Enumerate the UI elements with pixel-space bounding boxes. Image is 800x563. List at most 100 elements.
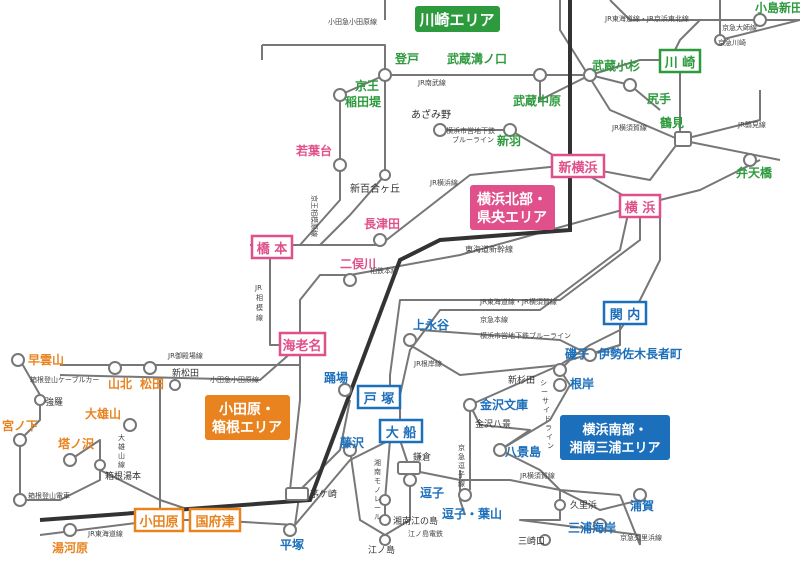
sagami-line bbox=[269, 245, 300, 346]
transfer-box bbox=[674, 131, 692, 147]
station-circle bbox=[343, 273, 357, 287]
area-badge bbox=[205, 395, 290, 440]
line-label: 雄 bbox=[118, 442, 125, 451]
area-yokohama-north[interactable]: 横浜北部・ 県央エリア bbox=[470, 185, 555, 230]
box-hashimoto[interactable]: 橋 本 bbox=[250, 234, 294, 260]
keio-line bbox=[299, 95, 341, 246]
station-label: 上永谷 bbox=[413, 317, 450, 332]
station-label: 浦賀 bbox=[630, 498, 654, 513]
station-label: 三崎口 bbox=[518, 535, 545, 547]
area-kawasaki[interactable]: 川崎エリア bbox=[415, 6, 500, 32]
pink-station-labels: 若葉台 長津田 二俣川 bbox=[295, 143, 400, 271]
box-shin-yokohama[interactable]: 新横浜 bbox=[550, 153, 606, 179]
area-yokohama-south[interactable]: 横浜南部・ 湘南三浦エリア bbox=[560, 415, 670, 460]
station-circle bbox=[343, 443, 357, 457]
sagami-south bbox=[289, 345, 301, 491]
station-label: 戸 塚 bbox=[364, 392, 395, 407]
box-ebina[interactable]: 海老名 bbox=[278, 331, 327, 357]
line-label: 京急久里浜線 bbox=[620, 533, 662, 542]
station-label: 武蔵小杉 bbox=[592, 58, 640, 73]
box-totsuka[interactable]: 戸 塚 bbox=[356, 384, 402, 410]
line-label: ー bbox=[374, 504, 381, 512]
area-title-line1: 横浜南部・ bbox=[582, 422, 647, 438]
station-label: 国府津 bbox=[195, 514, 234, 530]
box-kozu[interactable]: 国府津 bbox=[188, 507, 242, 533]
station-label: 茅ケ崎 bbox=[310, 488, 337, 500]
line-label: ブルーライン bbox=[452, 135, 494, 144]
line-label: JR bbox=[254, 284, 262, 292]
line-label: JR御殿場線 bbox=[167, 351, 203, 360]
box-ofuna[interactable]: 大 船 bbox=[378, 418, 424, 444]
box-yokohama[interactable]: 横 浜 bbox=[618, 193, 662, 219]
yokohama-line bbox=[250, 164, 641, 246]
yokosuka-south bbox=[399, 204, 631, 396]
area-badge bbox=[415, 6, 500, 32]
line-label: 小田急小田原線 bbox=[210, 375, 259, 384]
station-label: 弁天橋 bbox=[736, 165, 773, 180]
seaside-line bbox=[469, 404, 531, 451]
line-label: サ bbox=[542, 397, 549, 405]
area-badge bbox=[560, 415, 670, 460]
station-circles bbox=[11, 13, 767, 546]
blue-station-labels: 上永谷 磯子 伊勢佐木長者町 根岸 踊場 金沢文庫 八景島 藤沢 逗子 逗子・葉… bbox=[280, 317, 682, 552]
station-box bbox=[356, 384, 402, 410]
line-label: 江ノ島電鉄 bbox=[408, 529, 443, 538]
keikyu-main bbox=[469, 205, 661, 490]
station-label: 新杉田 bbox=[508, 374, 535, 386]
tokaido-top bbox=[609, 0, 800, 21]
line-label: 相鉄本線 bbox=[370, 266, 398, 275]
odakyu-line-top bbox=[262, 0, 386, 75]
station-circle bbox=[338, 383, 352, 397]
station-label: 新羽 bbox=[497, 133, 521, 148]
station-circle bbox=[379, 169, 391, 181]
station-circle bbox=[493, 443, 507, 457]
area-badge bbox=[470, 185, 555, 230]
area-odawara[interactable]: 小田原・ 箱根エリア bbox=[205, 395, 290, 440]
area-title-line2: 箱根エリア bbox=[212, 419, 282, 436]
station-label: 早雲山 bbox=[28, 352, 64, 367]
station-label: 若葉台 bbox=[295, 143, 332, 158]
line-label: 京王相模原線 bbox=[310, 195, 319, 237]
box-kawasaki[interactable]: 川 崎 bbox=[658, 48, 702, 74]
station-label: 平塚 bbox=[280, 538, 304, 552]
station-circle bbox=[379, 514, 391, 526]
transfer-boxes bbox=[285, 131, 692, 501]
line-label: 京 bbox=[458, 443, 465, 452]
station-label: 金沢文庫 bbox=[479, 397, 528, 412]
line-label: 模 bbox=[256, 303, 263, 312]
station-label: 新百合ヶ丘 bbox=[350, 182, 400, 195]
line-label: 箱根登山電車 bbox=[28, 491, 70, 500]
monorail bbox=[384, 439, 391, 520]
area-title: 川崎エリア bbox=[418, 11, 494, 29]
station-circle bbox=[333, 88, 347, 102]
line-label: 線 bbox=[458, 479, 465, 488]
station-circle bbox=[403, 473, 417, 487]
station-label: 大 船 bbox=[386, 425, 417, 441]
hakone-link bbox=[99, 469, 191, 511]
shinkansen-line bbox=[39, 0, 572, 522]
station-label: 橋 本 bbox=[257, 241, 288, 257]
station-label: 新松田 bbox=[172, 367, 199, 379]
line-label: JR横須賀線 bbox=[611, 123, 647, 132]
station-circle bbox=[108, 361, 122, 375]
box-odawara[interactable]: 小田原 bbox=[133, 507, 185, 533]
kurihama-end bbox=[619, 494, 641, 546]
tsurumi-line bbox=[679, 90, 781, 161]
line-label: 京急大師線 bbox=[722, 23, 757, 32]
station-label: 京王 bbox=[355, 78, 379, 93]
station-circle bbox=[433, 123, 447, 137]
station-label: 塔ノ沢 bbox=[58, 436, 95, 451]
station-box bbox=[188, 507, 242, 533]
station-label: 江ノ島 bbox=[368, 544, 395, 556]
station-box bbox=[250, 234, 294, 260]
line-label: イ bbox=[543, 406, 550, 414]
line-label: 湘 bbox=[374, 458, 381, 467]
station-circle bbox=[143, 361, 157, 375]
line-label: JR鶴見線 bbox=[737, 120, 766, 129]
line-label: 大 bbox=[118, 433, 125, 442]
station-circle bbox=[593, 518, 607, 532]
box-kannai[interactable]: 関 内 bbox=[602, 300, 648, 326]
station-label: 小島新田 bbox=[755, 0, 800, 15]
